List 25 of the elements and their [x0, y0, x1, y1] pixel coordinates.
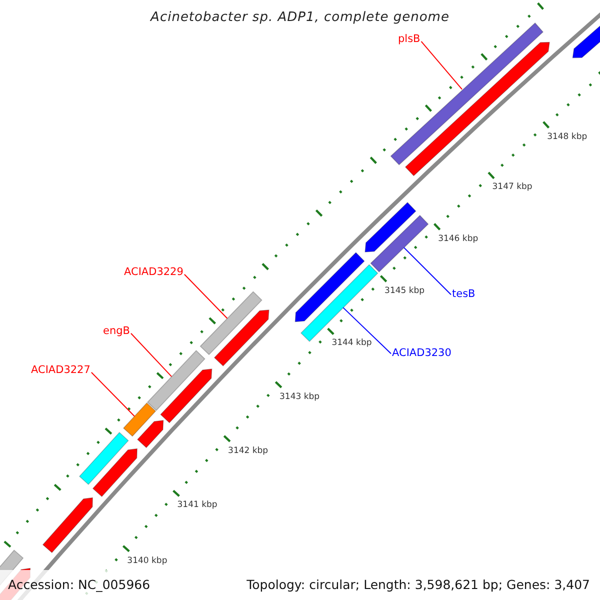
- scale-label: 3144 kbp: [332, 338, 372, 348]
- map-title: Acinetobacter sp. ADP1, complete genome: [149, 10, 450, 25]
- leader-line: [184, 274, 228, 319]
- leader-line: [342, 307, 392, 354]
- scale-label: 3143 kbp: [280, 392, 320, 402]
- scale-label: 3142 kbp: [228, 446, 268, 456]
- gene-feature: [122, 402, 156, 437]
- scale-label: 3146 kbp: [438, 234, 478, 244]
- leader-line: [420, 40, 463, 90]
- leader-line: [130, 332, 172, 378]
- gene-label: ACIAD3229: [124, 266, 184, 278]
- gene-label: engB: [103, 325, 130, 337]
- gene-feature: [146, 350, 206, 411]
- scale-label: 3147 kbp: [492, 182, 532, 192]
- gene-feature: [370, 214, 429, 272]
- gene-label: plsB: [398, 33, 420, 45]
- gene-label: ACIAD3227: [31, 364, 90, 376]
- gene-label: ACIAD3230: [392, 347, 452, 359]
- scale-label: 3141 kbp: [177, 500, 218, 510]
- leader-line: [403, 247, 452, 296]
- gene-label: tesB: [452, 288, 476, 300]
- scale-label: 3145 kbp: [384, 286, 425, 296]
- gene-feature: [200, 291, 262, 356]
- scale-label: 3140 kbp: [127, 556, 168, 566]
- gene-feature: [390, 22, 544, 166]
